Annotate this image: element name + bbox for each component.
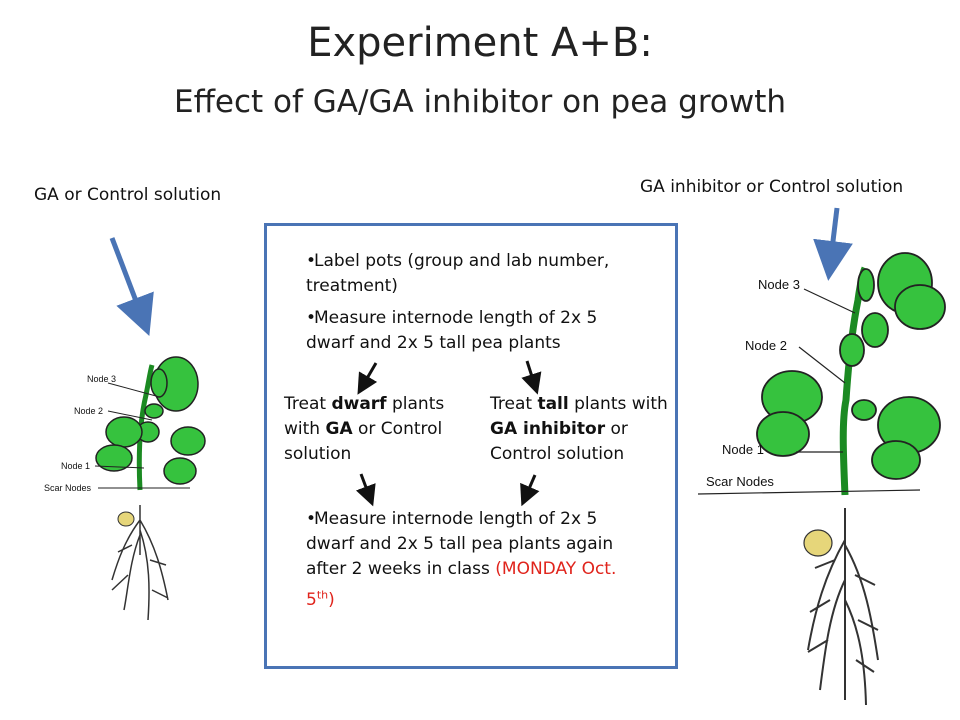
left-blue-arrow: [109, 237, 154, 337]
arrow-from-dwarf-treat: [355, 473, 376, 507]
bold-tall: tall: [537, 394, 569, 414]
tall-node3-label: Node 3: [758, 277, 800, 292]
dwarf-node1-label: Node 1: [61, 461, 90, 471]
bold-ga: GA: [325, 419, 353, 439]
date-main: (MONDAY Oct. 5: [306, 559, 617, 610]
procedure-box: [264, 223, 678, 669]
treat-dwarf-text: Treat dwarf plants with GA or Control so…: [284, 392, 484, 467]
date-close: ): [328, 589, 335, 610]
bullet-measure-initial: •Measure internode length of 2x 5 dwarf …: [306, 308, 598, 353]
text-part: Treat: [490, 394, 538, 414]
treat-tall-text: Treat tall plants with GA inhibitor or C…: [490, 392, 680, 467]
text-part: Treat: [284, 394, 332, 414]
page-subtitle: Effect of GA/GA inhibitor on pea growth: [173, 84, 787, 120]
arrow-from-tall-treat: [520, 474, 540, 507]
bullet-text: Label pots (group and lab number, treatm…: [306, 251, 610, 296]
tall-pea-plant: Node 3 Node 2 Node 1 Scar Nodes: [697, 252, 946, 706]
text-part: or Control solution: [490, 419, 628, 464]
dwarf-scar-nodes-label: Scar Nodes: [44, 483, 92, 493]
right-blue-arrow: [813, 207, 853, 281]
arrow-to-dwarf-treat: [357, 362, 378, 395]
date-sup: th: [316, 588, 329, 601]
text-part: plants with: [568, 394, 668, 414]
dwarf-node2-label: Node 2: [74, 406, 103, 416]
bullet-text: Measure internode length of 2x 5 dwarf a…: [306, 509, 614, 579]
bullet-text: Measure internode length of 2x 5 dwarf a…: [306, 308, 598, 353]
page-title: Experiment A+B:: [307, 20, 653, 66]
tall-scar-nodes-label: Scar Nodes: [706, 474, 774, 489]
arrow-to-tall-treat: [521, 360, 542, 395]
dwarf-node3-label: Node 3: [87, 374, 116, 384]
tall-node1-label: Node 1: [722, 442, 764, 457]
text-part: plants with: [284, 394, 445, 439]
bold-ga-inhibitor: GA inhibitor: [490, 419, 606, 439]
right-solution-label: GA inhibitor or Control solution: [640, 177, 904, 197]
left-solution-label: GA or Control solution: [34, 185, 222, 205]
bullet-measure-after: •Measure internode length of 2x 5 dwarf …: [306, 509, 617, 610]
bullet-label-pots: •Label pots (group and lab number, treat…: [306, 251, 610, 296]
dwarf-pea-plant: Node 3 Node 2 Node 1 Scar Nodes: [44, 356, 206, 621]
date-text: (MONDAY Oct. 5th): [306, 559, 616, 610]
bold-dwarf: dwarf: [331, 394, 387, 414]
tall-node2-label: Node 2: [745, 338, 787, 353]
text-part: or Control solution: [284, 419, 443, 464]
